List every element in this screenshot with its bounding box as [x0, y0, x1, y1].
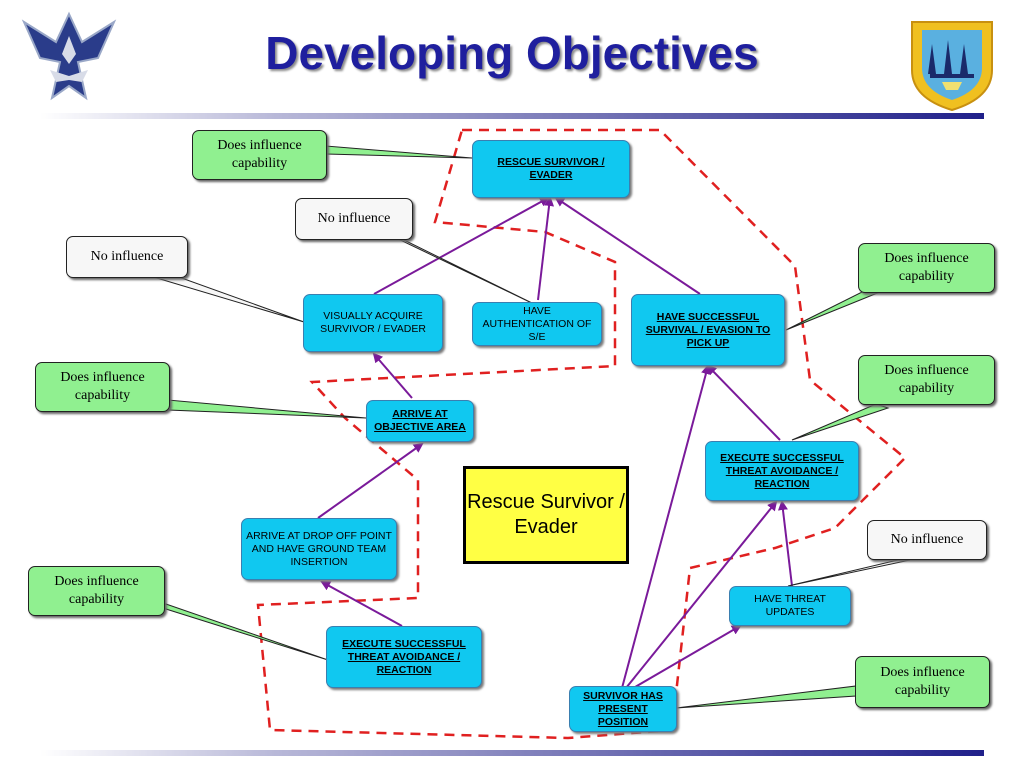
callout-pointer-8	[149, 603, 329, 661]
arrow-position-to-survival	[621, 364, 711, 689]
callout-influence-execute-right: Does influence capability	[858, 355, 995, 405]
test-evaluation-center-shield-logo	[911, 21, 993, 112]
node-have-authentication: HAVE AUTHENTICATION OF S/E	[472, 302, 602, 346]
callout-influence-execute-left: Does influence capability	[28, 566, 165, 616]
arrow-threat-to-execute-right	[777, 500, 793, 587]
node-visually-acquire: VISUALLY ACQUIRE SURVIVOR / EVADER	[303, 294, 443, 352]
callout-influence-position: Does influence capability	[855, 656, 990, 708]
node-survivor-position: SURVIVOR HAS PRESENT POSITION	[569, 686, 677, 732]
arrow-drop-to-objective	[317, 442, 424, 519]
callout-pointer-5	[167, 399, 367, 419]
node-rescue-survivor: RESCUE SURVIVOR / EVADER	[472, 140, 630, 198]
center-label-box: Rescue Survivor / Evader	[463, 466, 629, 564]
arrow-auth-to-rescue	[537, 196, 555, 301]
arrow-execute-right-to-survival	[706, 364, 781, 441]
callout-influence-rescue: Does influence capability	[192, 130, 327, 180]
node-have-threat-updates: HAVE THREAT UPDATES	[729, 586, 851, 626]
node-arrive-drop-off: ARRIVE AT DROP OFF POINT AND HAVE GROUND…	[241, 518, 397, 580]
arrow-position-to-execute-right	[625, 500, 778, 689]
callout-pointer-1	[325, 145, 473, 159]
callout-influence-survival: Does influence capability	[858, 243, 995, 293]
callout-no-influence-threat: No influence	[867, 520, 987, 560]
arrow-execute-left-to-drop	[320, 581, 403, 627]
node-survival-evasion: HAVE SUCCESSFUL SURVIVAL / EVASION TO PI…	[631, 294, 785, 366]
callout-no-influence-visual: No influence	[66, 236, 188, 278]
air-force-wings-logo	[21, 11, 117, 101]
callout-influence-objective: Does influence capability	[35, 362, 170, 412]
callout-pointer-3	[149, 275, 305, 323]
callout-no-influence-auth: No influence	[295, 198, 413, 240]
page-title: Developing Objectives	[265, 27, 759, 79]
title-underline-bar	[40, 113, 984, 119]
callout-pointer-9	[675, 685, 857, 709]
node-arrive-objective: ARRIVE AT OBJECTIVE AREA	[366, 400, 474, 442]
arrow-visual-to-rescue	[373, 197, 550, 295]
footer-bar	[40, 750, 984, 756]
arrow-objective-to-visual	[372, 352, 413, 399]
node-execute-threat-right: EXECUTE SUCCESSFUL THREAT AVOIDANCE / RE…	[705, 441, 859, 501]
arrow-survival-to-rescue	[554, 196, 701, 295]
node-execute-threat-left: EXECUTE SUCCESSFUL THREAT AVOIDANCE / RE…	[326, 626, 482, 688]
dashed-boundary-top	[256, 128, 907, 740]
arrow-position-to-threat	[629, 624, 742, 691]
callout-pointer-6	[791, 403, 890, 441]
callout-pointer-7	[787, 559, 911, 587]
